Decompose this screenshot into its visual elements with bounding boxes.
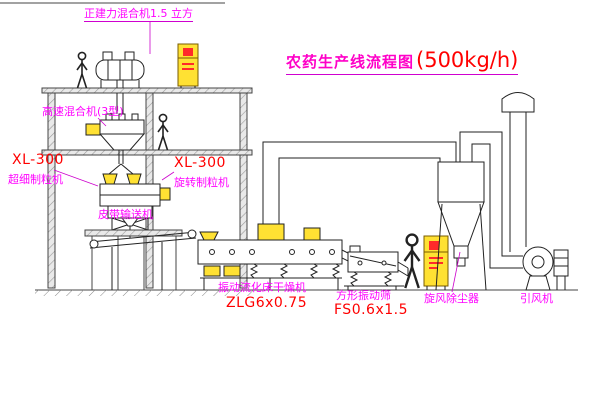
cabinet-indicator	[183, 48, 193, 56]
label-granulator-left-name: 超细制粒机	[8, 173, 63, 186]
label-granulator-center-name: 旋转制粒机	[174, 176, 229, 189]
outlet-pipe	[459, 131, 523, 269]
granulator-machine	[99, 173, 171, 238]
high-speed-mixer-machine	[85, 113, 146, 175]
label-screen-name: 方形振动筛	[336, 289, 391, 302]
label-granulator-center-model: XL-300	[174, 155, 226, 171]
dryer-vibration-motor	[203, 265, 221, 277]
label-dryer-model: ZLG6x0.75	[226, 295, 308, 311]
floor-slab-mid	[41, 149, 253, 156]
cabinet-indicator	[429, 241, 439, 250]
label-screen-model: FS0.6x1.5	[334, 302, 409, 318]
control-cabinet-lower	[423, 235, 449, 290]
label-top-mixer: 正建力混合机1.5 立方	[84, 7, 193, 23]
exhaust-stack	[501, 92, 535, 252]
person-figure	[157, 113, 169, 151]
dryer-feed-hopper	[199, 231, 219, 241]
diagram-title: 农药生产线流程图 (500kg/h)	[286, 48, 519, 75]
rain-cap	[501, 92, 535, 113]
floor-slab-top	[41, 87, 253, 94]
exhaust-duct	[262, 141, 457, 224]
fluid-bed-dryer-machine	[197, 223, 343, 290]
granulator-motor	[159, 187, 171, 201]
label-fan: 引风机	[520, 292, 553, 305]
cyclone-separator-machine	[435, 161, 487, 291]
dryer-exhaust-hood	[257, 223, 285, 241]
spring	[249, 263, 259, 279]
spring	[349, 271, 359, 287]
belt-conveyor-machine	[89, 229, 197, 290]
title-text: 农药生产线流程图	[286, 53, 415, 71]
label-belt-conveyor: 皮带输送机	[98, 208, 153, 221]
person-figure	[403, 233, 421, 290]
title-capacity: (500kg/h)	[416, 48, 519, 72]
label-dryer-name: 振动流化床干燥机	[218, 281, 306, 294]
top-mixer-machine	[95, 51, 145, 114]
mixer-motor	[85, 123, 101, 136]
building-structure	[35, 87, 578, 296]
label-cyclone: 旋风除尘器	[424, 292, 479, 305]
control-cabinet-upper	[177, 43, 199, 88]
label-high-speed-mixer: 高速混合机(3型)	[42, 105, 124, 118]
label-granulator-left-model: XL-300	[12, 152, 64, 168]
equipment-platform	[84, 229, 183, 290]
vibrating-screen-machine	[341, 245, 409, 290]
label-leaders	[53, 22, 461, 293]
person-figure	[76, 51, 88, 89]
induced-draft-fan-machine	[522, 246, 569, 291]
